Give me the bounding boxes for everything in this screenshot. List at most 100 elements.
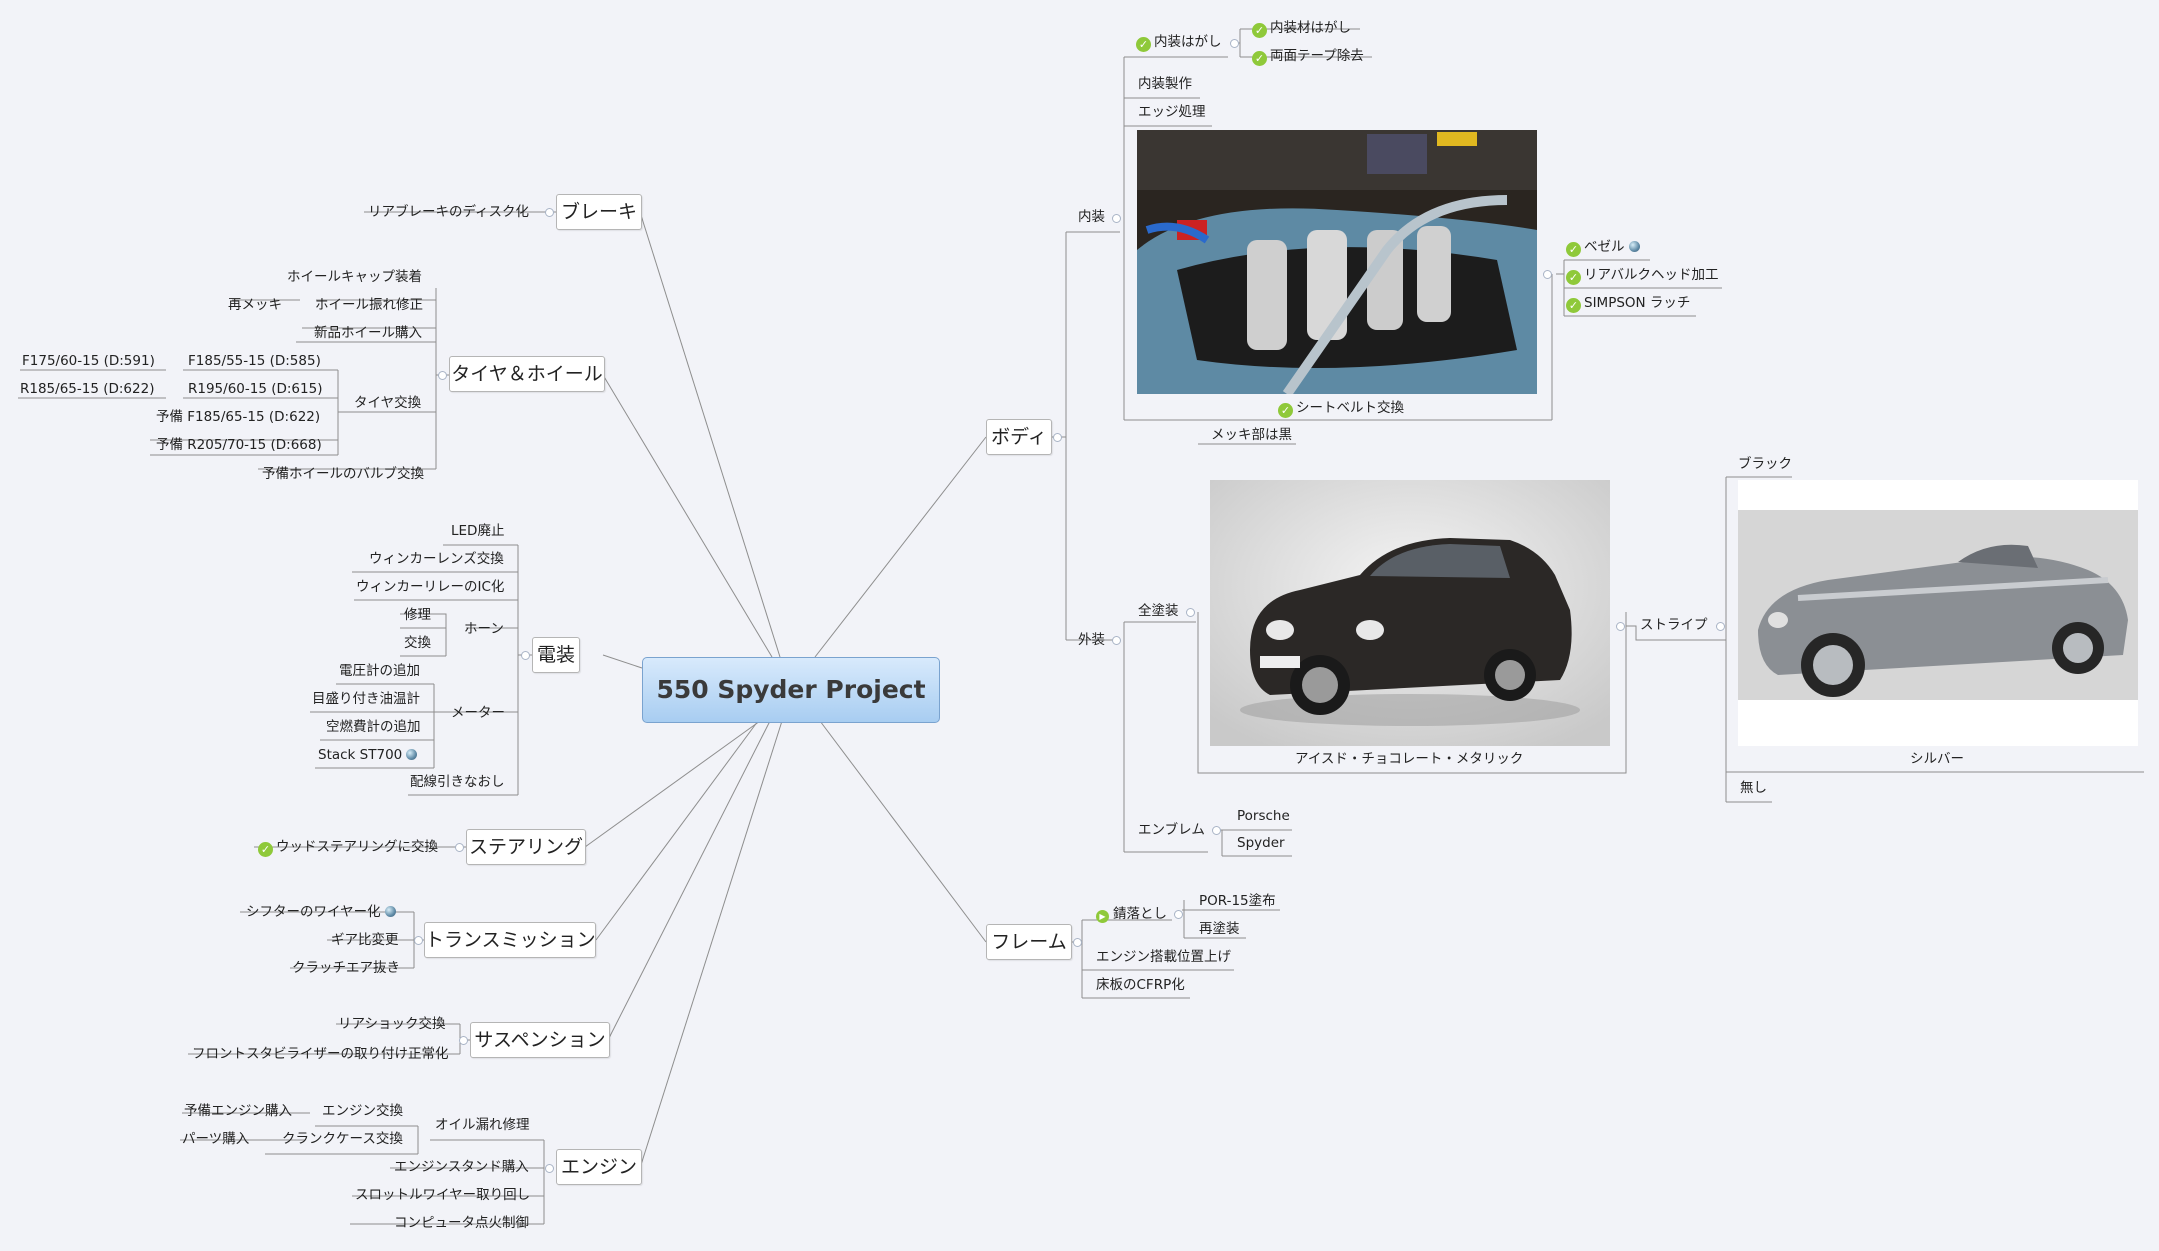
- body-bulkhead[interactable]: ✓リアバルクヘッド加工: [1566, 266, 1718, 285]
- elec-stack[interactable]: Stack ST700: [318, 746, 418, 764]
- tire-r-new[interactable]: R195/60-15 (D:615): [188, 381, 323, 397]
- collapse-toggle[interactable]: [1212, 826, 1221, 835]
- steering-wood[interactable]: ✓ウッドステアリングに交換: [258, 838, 438, 857]
- susp-front-stab[interactable]: フロントスタビライザーの取り付け正常化: [192, 1046, 449, 1062]
- collapse-toggle[interactable]: [1716, 622, 1725, 631]
- body-chrome[interactable]: メッキ部は黒: [1211, 427, 1292, 443]
- check-icon: ✓: [1278, 403, 1293, 418]
- topic-steering[interactable]: ステアリング: [466, 829, 586, 865]
- tire-r-old[interactable]: R185/65-15 (D:622): [20, 381, 155, 397]
- body-edge[interactable]: エッジ処理: [1138, 104, 1206, 120]
- tire-f-old[interactable]: F175/60-15 (D:591): [22, 353, 155, 369]
- tire-wheel-cap[interactable]: ホイールキャップ装着: [287, 269, 422, 285]
- trans-gear[interactable]: ギア比変更: [331, 932, 399, 948]
- frame-por15[interactable]: POR-15塗布: [1199, 893, 1276, 909]
- body-simpson[interactable]: ✓SIMPSON ラッチ: [1566, 294, 1690, 313]
- check-icon: ✓: [1252, 23, 1267, 38]
- topic-electric[interactable]: 電装: [532, 637, 580, 673]
- elec-afr[interactable]: 空燃費計の追加: [326, 719, 421, 735]
- collapse-toggle[interactable]: [1073, 938, 1082, 947]
- eng-throttle[interactable]: スロットルワイヤー取り回し: [355, 1187, 531, 1203]
- emblem-porsche[interactable]: Porsche: [1237, 808, 1290, 824]
- eng-stand[interactable]: エンジンスタンド購入: [394, 1159, 529, 1175]
- collapse-toggle[interactable]: [545, 1164, 554, 1173]
- elec-oil-temp[interactable]: 目盛り付き油温計: [312, 691, 420, 707]
- tire-f-new[interactable]: F185/55-15 (D:585): [188, 353, 321, 369]
- body-making[interactable]: 内装製作: [1138, 76, 1192, 92]
- central-topic[interactable]: 550 Spyder Project: [642, 657, 940, 723]
- collapse-toggle[interactable]: [1186, 608, 1195, 617]
- body-emblem[interactable]: エンブレム: [1138, 822, 1205, 838]
- elec-led[interactable]: LED廃止: [451, 523, 505, 539]
- topic-transmission[interactable]: トランスミッション: [424, 922, 596, 958]
- collapse-toggle[interactable]: [1230, 39, 1239, 48]
- frame-repaint[interactable]: 再塗装: [1199, 921, 1240, 937]
- eng-ignition[interactable]: コンピュータ点火制御: [394, 1215, 529, 1231]
- eng-spare[interactable]: 予備エンジン購入: [184, 1103, 292, 1119]
- frame-cfrp[interactable]: 床板のCFRP化: [1096, 977, 1185, 993]
- collapse-toggle[interactable]: [414, 936, 423, 945]
- elec-volt[interactable]: 電圧計の追加: [339, 663, 420, 679]
- collapse-toggle[interactable]: [1174, 910, 1183, 919]
- tire-spare-f[interactable]: 予備 F185/65-15 (D:622): [156, 409, 321, 425]
- tire-remekki[interactable]: 再メッキ: [228, 297, 282, 313]
- body-strip[interactable]: ✓内装はがし: [1136, 33, 1222, 52]
- collapse-toggle[interactable]: [1112, 214, 1121, 223]
- tire-spare-valve[interactable]: 予備ホイールのバルブ交換: [262, 466, 424, 482]
- eng-crankcase[interactable]: クランクケース交換: [282, 1131, 403, 1147]
- topic-brake[interactable]: ブレーキ: [556, 194, 642, 230]
- frame-engine-pos[interactable]: エンジン搭載位置上げ: [1096, 949, 1231, 965]
- body-stripe[interactable]: ストライプ: [1640, 617, 1708, 633]
- eng-oil-leak[interactable]: オイル漏れ修理: [435, 1117, 530, 1133]
- body-paint[interactable]: 全塗装: [1138, 603, 1179, 619]
- tire-new-wheel[interactable]: 新品ホイール購入: [314, 325, 422, 341]
- body-seatbelt[interactable]: ✓シートベルト交換: [1278, 399, 1404, 418]
- body-strip-material-label: 内装材はがし: [1270, 20, 1351, 36]
- emblem-spyder[interactable]: Spyder: [1237, 835, 1285, 851]
- elec-meter[interactable]: メーター: [451, 705, 505, 721]
- body-tape[interactable]: ✓両面テープ除去: [1252, 47, 1364, 66]
- collapse-toggle[interactable]: [1616, 622, 1625, 631]
- collapse-toggle[interactable]: [1053, 433, 1062, 442]
- collapse-toggle[interactable]: [545, 208, 554, 217]
- topic-suspension[interactable]: サスペンション: [470, 1022, 610, 1058]
- collapse-toggle[interactable]: [1112, 636, 1121, 645]
- stripe-black[interactable]: ブラック: [1738, 456, 1792, 472]
- elec-winker-lens[interactable]: ウィンカーレンズ交換: [369, 551, 504, 567]
- topic-body[interactable]: ボディ: [986, 419, 1052, 455]
- brake-rear-disc[interactable]: リアブレーキのディスク化: [368, 204, 530, 220]
- tire-wheel-fix[interactable]: ホイール振れ修正: [315, 297, 423, 313]
- topic-tire-wheel[interactable]: タイヤ＆ホイール: [449, 356, 605, 392]
- body-interior[interactable]: 内装: [1078, 209, 1105, 225]
- topic-frame[interactable]: フレーム: [986, 924, 1072, 960]
- elec-horn-repair[interactable]: 修理: [404, 607, 431, 623]
- elec-horn[interactable]: ホーン: [464, 621, 504, 637]
- trans-clutch[interactable]: クラッチエア抜き: [292, 960, 400, 976]
- eng-swap[interactable]: エンジン交換: [322, 1103, 403, 1119]
- eng-parts[interactable]: パーツ購入: [182, 1131, 250, 1147]
- collapse-toggle[interactable]: [1543, 270, 1552, 279]
- interior-photo-art: [1137, 130, 1537, 394]
- collapse-toggle[interactable]: [521, 651, 530, 660]
- elec-wiring[interactable]: 配線引きなおし: [410, 774, 505, 790]
- elec-winker-relay[interactable]: ウィンカーリレーのIC化: [356, 579, 505, 595]
- stripe-silver-photo-art: [1738, 480, 2138, 746]
- tire-spare-r[interactable]: 予備 R205/70-15 (D:668): [156, 437, 322, 453]
- elec-horn-change[interactable]: 交換: [404, 635, 431, 651]
- collapse-toggle[interactable]: [438, 371, 447, 380]
- tire-change[interactable]: タイヤ交換: [354, 395, 422, 411]
- stripe-none[interactable]: 無し: [1740, 780, 1767, 796]
- frame-rust[interactable]: ▶錆落とし: [1096, 905, 1167, 923]
- body-strip-label: 内装はがし: [1154, 34, 1222, 50]
- collapse-toggle[interactable]: [455, 843, 464, 852]
- topic-engine[interactable]: エンジン: [556, 1149, 642, 1185]
- body-bezel[interactable]: ✓ベゼル: [1566, 238, 1640, 257]
- trans-shifter[interactable]: シフターのワイヤー化: [246, 903, 396, 921]
- collapse-toggle[interactable]: [459, 1036, 468, 1045]
- susp-rear-shock[interactable]: リアショック交換: [338, 1016, 446, 1032]
- stripe-silver[interactable]: シルバー: [1910, 751, 1964, 767]
- body-exterior[interactable]: 外装: [1078, 632, 1105, 648]
- body-tape-label: 両面テープ除去: [1270, 48, 1364, 64]
- body-strip-material[interactable]: ✓内装材はがし: [1252, 19, 1351, 38]
